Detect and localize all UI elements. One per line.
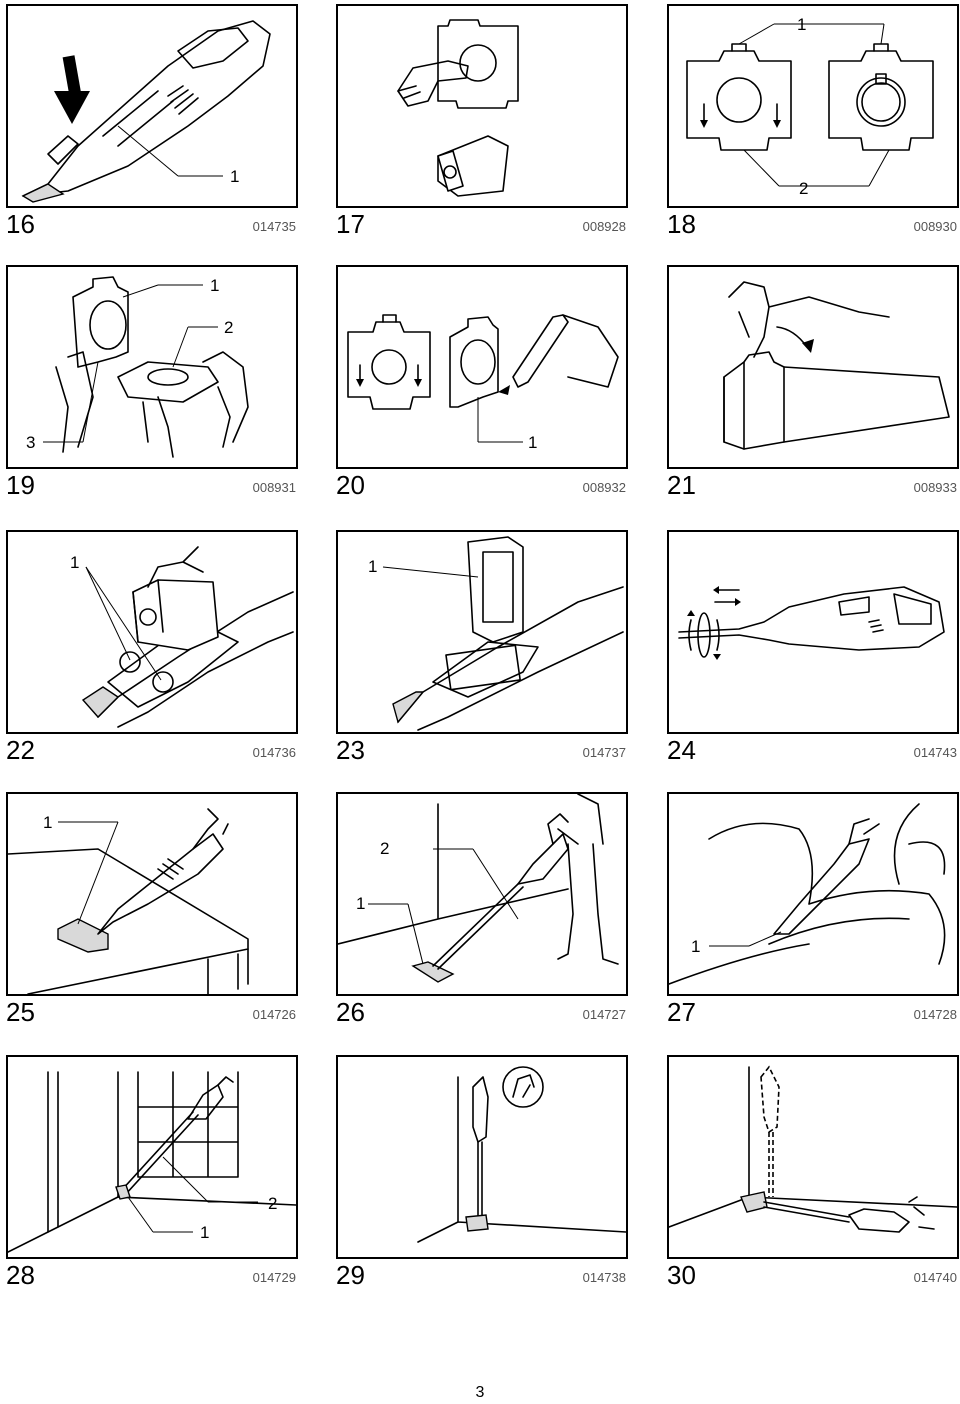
figure-22-illustration: 1 [6, 530, 298, 734]
figure-23-callout-1: 1 [368, 557, 377, 576]
figure-24: 24 014743 [667, 530, 959, 765]
figure-27: 1 27 014728 [667, 792, 959, 1027]
figure-19-illustration: 1 2 3 [6, 265, 298, 469]
figure-20: 1 20 008932 [336, 265, 628, 500]
figure-28-number: 28 [6, 1260, 35, 1290]
figure-25-illustration: 1 [6, 792, 298, 996]
figure-21: 21 008933 [667, 265, 959, 500]
figure-23-code: 014737 [582, 745, 626, 760]
figure-19-callout-3: 3 [26, 433, 35, 452]
figure-28-callout-1: 1 [200, 1223, 209, 1242]
figure-17-illustration [336, 4, 628, 208]
figure-20-illustration: 1 [336, 265, 628, 469]
figure-26-callout-2: 2 [380, 839, 389, 858]
figure-24-code: 014743 [913, 745, 957, 760]
figure-25-callout-1: 1 [43, 813, 52, 832]
figure-16-illustration: 1 [6, 4, 298, 208]
figure-23-number: 23 [336, 735, 365, 765]
figure-30: 30 014740 [667, 1055, 959, 1290]
figure-26-number: 26 [336, 997, 365, 1027]
figure-26-callout-1: 1 [356, 894, 365, 913]
figure-26-illustration: 2 1 [336, 792, 628, 996]
figure-21-number: 21 [667, 470, 696, 500]
figure-29: 29 014738 [336, 1055, 628, 1290]
figure-22-code: 014736 [252, 745, 296, 760]
figure-17: 17 008928 [336, 4, 628, 239]
figure-16: 1 16 014735 [6, 4, 298, 239]
figure-19-callout-1: 1 [210, 276, 219, 295]
figure-27-code: 014728 [913, 1007, 957, 1022]
figure-21-illustration [667, 265, 959, 469]
figure-18: 1 2 18 008930 [667, 4, 959, 239]
figure-28-code: 014729 [252, 1270, 296, 1285]
figure-24-number: 24 [667, 735, 696, 765]
page-number: 3 [475, 1384, 485, 1401]
figure-18-callout-1: 1 [797, 15, 806, 34]
figure-19-callout-2: 2 [224, 318, 233, 337]
figure-24-illustration [667, 530, 959, 734]
figure-18-callout-2: 2 [799, 179, 808, 198]
figure-22-callout-1: 1 [70, 553, 79, 572]
figure-26-code: 014727 [582, 1007, 626, 1022]
figure-29-code: 014738 [582, 1270, 626, 1285]
figure-16-callout-1: 1 [230, 167, 239, 186]
figure-19-code: 008931 [252, 480, 296, 495]
figure-27-callout-1: 1 [691, 937, 700, 956]
figure-16-code: 014735 [252, 219, 296, 234]
figure-25-number: 25 [6, 997, 35, 1027]
figure-20-code: 008932 [582, 480, 626, 495]
figure-18-number: 18 [667, 209, 696, 239]
figure-20-callout-1: 1 [528, 433, 537, 452]
figure-19-number: 19 [6, 470, 35, 500]
figure-16-number: 16 [6, 209, 35, 239]
figure-27-illustration: 1 [667, 792, 959, 996]
figure-27-number: 27 [667, 997, 696, 1027]
figure-23-illustration: 1 [336, 530, 628, 734]
figure-30-number: 30 [667, 1260, 696, 1290]
figure-28-illustration: 2 1 [6, 1055, 298, 1259]
figure-17-number: 17 [336, 209, 365, 239]
figure-25: 1 25 014726 [6, 792, 298, 1027]
figure-19: 1 2 3 19 008931 [6, 265, 298, 500]
figure-25-code: 014726 [252, 1007, 296, 1022]
figure-23: 1 23 014737 [336, 530, 628, 765]
figure-30-illustration [667, 1055, 959, 1259]
figure-18-illustration: 1 2 [667, 4, 959, 208]
figure-29-number: 29 [336, 1260, 365, 1290]
figure-21-code: 008933 [913, 480, 957, 495]
figure-18-code: 008930 [913, 219, 957, 234]
figure-28: 2 1 28 014729 [6, 1055, 298, 1290]
figure-17-code: 008928 [582, 219, 626, 234]
figure-22: 1 22 014736 [6, 530, 298, 765]
figure-30-code: 014740 [913, 1270, 957, 1285]
figure-26: 2 1 26 014727 [336, 792, 628, 1027]
figure-22-number: 22 [6, 735, 35, 765]
figure-20-number: 20 [336, 470, 365, 500]
figure-28-callout-2: 2 [268, 1194, 277, 1213]
figure-29-illustration [336, 1055, 628, 1259]
